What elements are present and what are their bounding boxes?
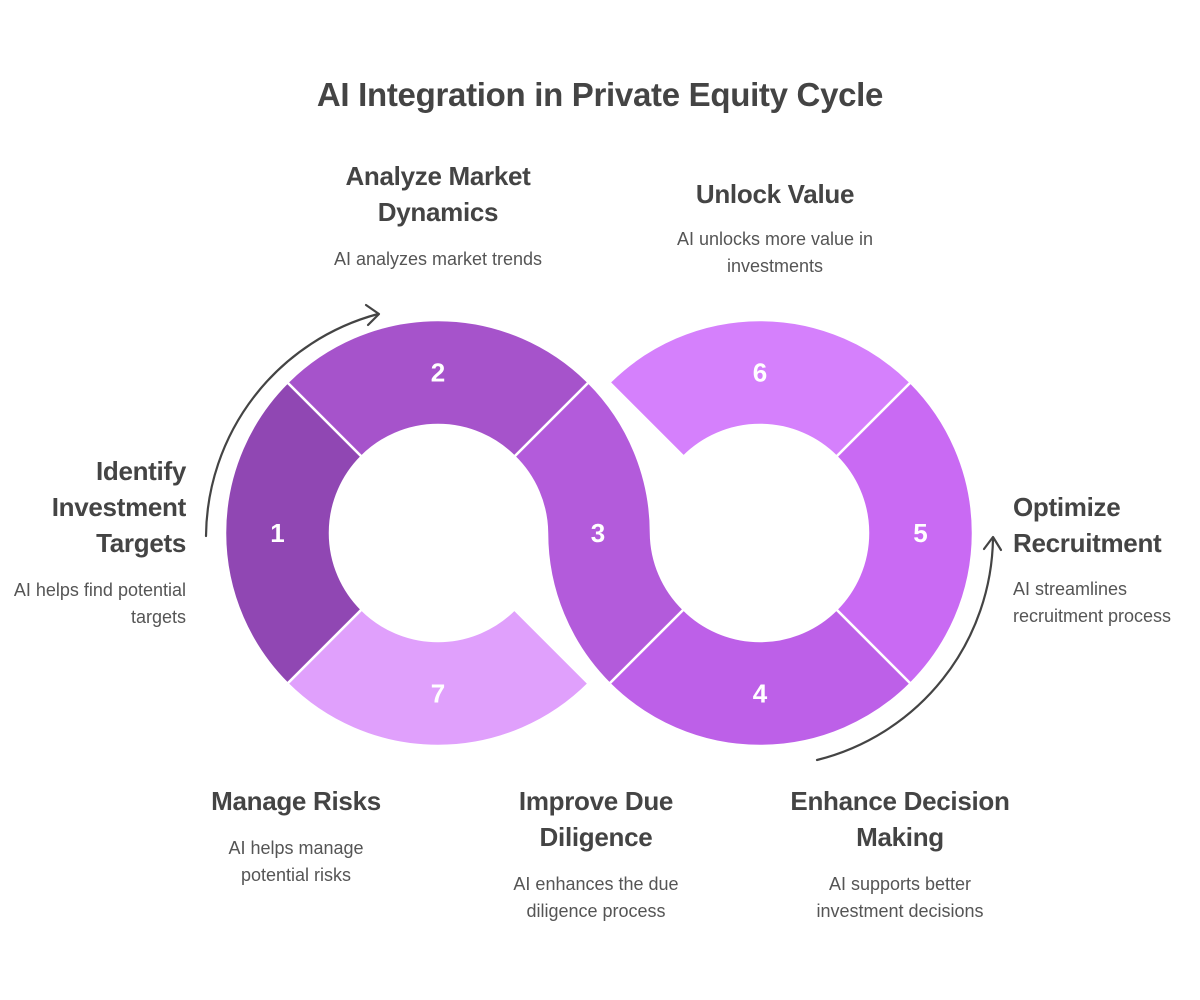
step-3-label: Improve Due Diligence AI enhances the du… [456, 783, 736, 925]
step-5-description-line: recruitment process [1013, 606, 1172, 626]
step-7-description: AI helps manage potential risks [156, 835, 436, 889]
segment-3 [513, 381, 685, 685]
cycle-arrow-bottom-right [815, 536, 995, 762]
step-4-description-line: investment decisions [816, 901, 984, 921]
cycle-arrow-top-left [204, 312, 380, 538]
step-1-heading: Identify Investment Targets [0, 453, 187, 561]
segment-6 [608, 318, 912, 458]
step-4-label: Enhance Decision Making AI supports bett… [750, 783, 1050, 925]
step-6-description: AI unlocks more value in investments [625, 226, 925, 280]
step-2-description-line: AI analyzes market trends [333, 249, 543, 269]
step-2-heading-line: Dynamics [377, 197, 499, 227]
segment-4 [608, 608, 912, 748]
diagram-title: AI Integration in Private Equity Cycle [316, 76, 884, 113]
step-3-number: 3 [591, 518, 605, 548]
step-4-heading: Enhance Decision Making [750, 783, 1050, 855]
step-4-description: AI supports better investment decisions [750, 871, 1050, 925]
step-2-label: Analyze Market Dynamics AI analyzes mark… [288, 158, 588, 273]
step-5-heading-line: Optimize [1013, 492, 1121, 522]
step-2-description: AI analyzes market trends [288, 246, 588, 273]
step-5-heading-line: Recruitment [1013, 528, 1162, 558]
step-2-heading-line: Analyze Market [345, 161, 531, 191]
step-1-heading-line: Targets [96, 528, 186, 558]
step-3-heading: Improve Due Diligence [456, 783, 736, 855]
step-2-number: 2 [431, 358, 445, 388]
step-6-label: Unlock Value AI unlocks more value in in… [625, 176, 925, 280]
step-7-label: Manage Risks AI helps manage potential r… [156, 783, 436, 889]
arrowhead-bottom-right-icon [982, 535, 1003, 552]
segment-7 [286, 608, 590, 748]
step-4-heading-line: Making [856, 822, 944, 852]
step-7-description-line: potential risks [240, 865, 352, 885]
step-5-label: Optimize Recruitment AI streamlines recr… [1013, 489, 1200, 630]
step-1-description-line: AI helps find potential [13, 580, 186, 600]
step-7-number: 7 [431, 679, 445, 709]
step-1-number: 1 [270, 518, 284, 548]
step-4-number: 4 [753, 679, 768, 709]
step-5-description: AI streamlines recruitment process [1013, 576, 1200, 630]
step-5-heading: Optimize Recruitment [1013, 489, 1200, 561]
step-1-heading-line: Identify [95, 456, 186, 486]
step-7-heading: Manage Risks [156, 783, 436, 819]
step-4-description-line: AI supports better [828, 874, 972, 894]
step-3-heading-line: Improve Due [518, 786, 674, 816]
segment-1 [223, 381, 363, 685]
step-6-heading: Unlock Value [625, 176, 925, 212]
step-1-description: AI helps find potential targets [0, 577, 186, 631]
step-1-label: Identify Investment Targets AI helps fin… [0, 453, 186, 631]
step-5-description-line: AI streamlines [1013, 579, 1128, 599]
step-7-heading-line: Manage Risks [211, 786, 381, 816]
step-6-number: 6 [753, 358, 767, 388]
step-6-description-line: AI unlocks more value in [676, 229, 874, 249]
step-1-heading-line: Investment [51, 492, 187, 522]
segment-2 [286, 318, 590, 458]
step-3-description: AI enhances the due diligence process [456, 871, 736, 925]
step-3-description-line: diligence process [526, 901, 666, 921]
step-3-heading-line: Diligence [539, 822, 653, 852]
step-3-description-line: AI enhances the due [513, 874, 679, 894]
step-6-description-line: investments [726, 256, 824, 276]
step-4-heading-line: Enhance Decision [790, 786, 1010, 816]
step-2-heading: Analyze Market Dynamics [288, 158, 588, 230]
arrowhead-top-left-icon [364, 303, 381, 327]
step-6-heading-line: Unlock Value [695, 179, 855, 209]
step-7-description-line: AI helps manage [228, 838, 364, 858]
step-5-number: 5 [913, 518, 927, 548]
segment-5 [835, 381, 975, 685]
step-1-description-line: targets [130, 607, 186, 627]
